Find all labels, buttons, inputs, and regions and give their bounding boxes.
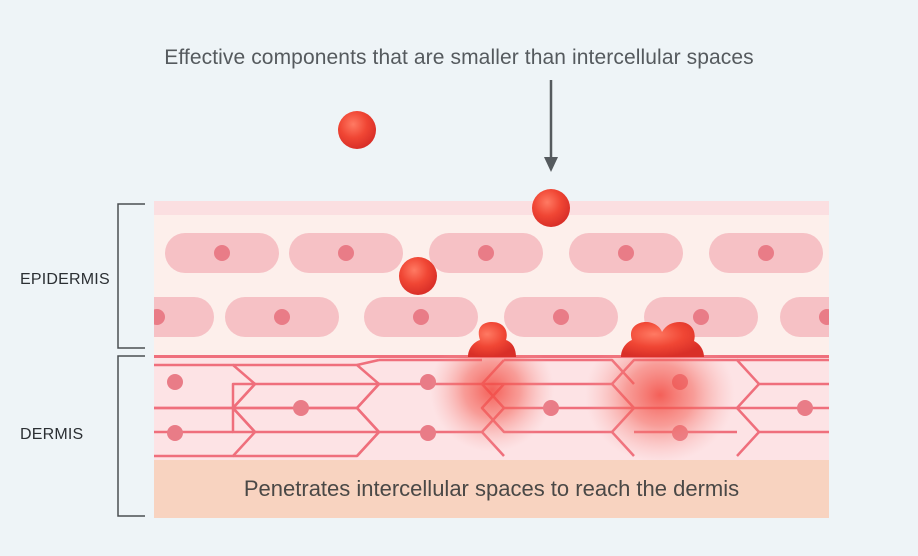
layer-brackets — [117, 203, 145, 517]
cell-nucleus — [819, 309, 829, 325]
epidermis-cell — [154, 297, 214, 337]
cell-nucleus — [413, 309, 429, 325]
cell-nucleus — [154, 309, 165, 325]
arrow-down-icon — [544, 80, 558, 172]
cell-nucleus — [478, 245, 494, 261]
diffusion-glow — [430, 355, 554, 452]
epidermis-bracket — [117, 203, 145, 349]
cell-nucleus — [214, 245, 230, 261]
cell-nucleus — [293, 400, 309, 416]
cell-nucleus — [693, 309, 709, 325]
cell-nucleus — [758, 245, 774, 261]
epidermis-cells — [154, 233, 829, 337]
bottom-caption: Penetrates intercellular spaces to reach… — [243, 476, 740, 501]
dermis-bracket — [117, 355, 145, 517]
cell-nucleus — [553, 309, 569, 325]
epidermis-cell — [780, 297, 829, 337]
particle-penetrating — [621, 322, 704, 357]
cell-nucleus — [167, 425, 183, 441]
cell-nucleus — [797, 400, 813, 416]
dermis-label: DERMIS — [20, 426, 84, 443]
cell-nucleus — [167, 374, 183, 390]
top-caption: Effective components that are smaller th… — [164, 46, 754, 69]
cell-nucleus — [618, 245, 634, 261]
particle — [399, 257, 437, 295]
cell-nucleus — [420, 425, 436, 441]
base-layer — [154, 460, 829, 518]
particle — [338, 111, 376, 149]
epidermis-label: EPIDERMIS — [20, 271, 110, 288]
cell-nucleus — [338, 245, 354, 261]
particles — [338, 111, 704, 357]
cell-nucleus — [274, 309, 290, 325]
particle-penetrating — [468, 322, 516, 357]
epidermis-top-strip — [154, 201, 829, 216]
particle — [532, 189, 570, 227]
diffusion-glow — [585, 355, 735, 461]
